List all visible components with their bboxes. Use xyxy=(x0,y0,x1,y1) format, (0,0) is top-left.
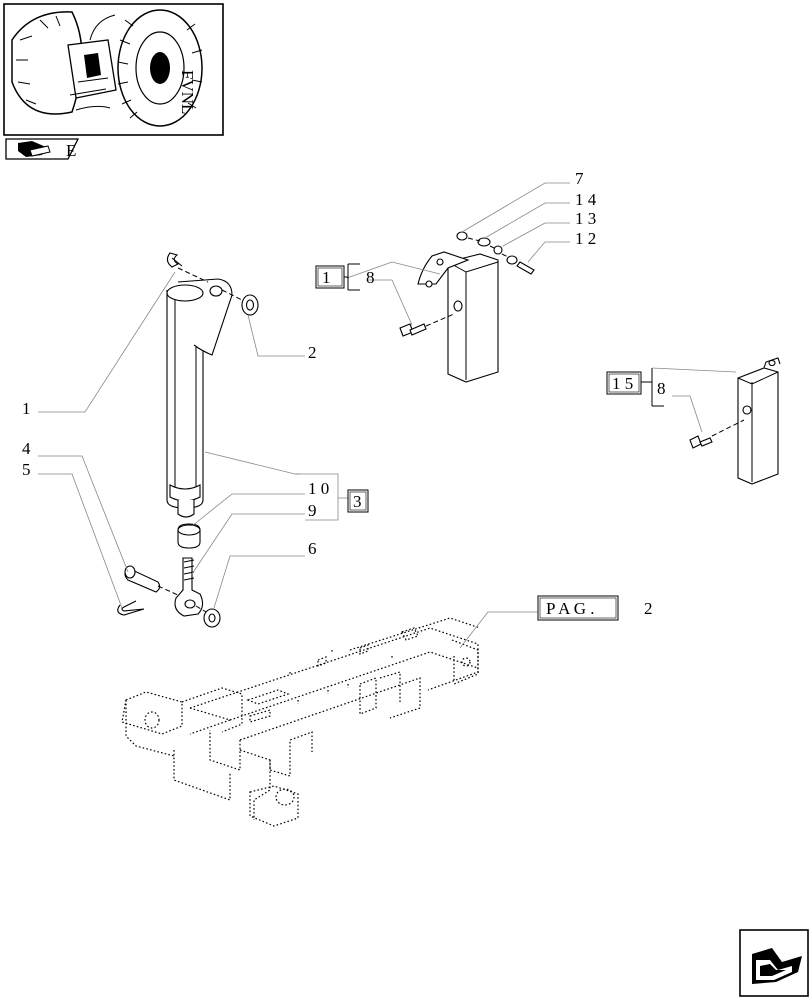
ref-box-3[interactable]: 3 xyxy=(347,489,369,513)
chassis-frame xyxy=(121,617,481,827)
callout-7: 7 xyxy=(575,169,584,188)
callout-8a: 8 xyxy=(366,268,375,287)
next-page-button[interactable] xyxy=(739,929,809,997)
nav-tab-label: E xyxy=(66,141,76,160)
ref-box-1[interactable]: 1 xyxy=(315,265,345,289)
callout-6: 6 xyxy=(308,539,317,558)
clip-5 xyxy=(117,600,145,616)
ref-box-3-label: 3 xyxy=(353,492,362,511)
page-ref-label: P A G . xyxy=(546,599,595,618)
callout-10: 1 0 xyxy=(308,479,329,498)
bracket-upper xyxy=(399,231,535,383)
ref-box-15[interactable]: 1 5 xyxy=(606,371,642,395)
clip-pin-top xyxy=(166,252,180,268)
callout-9: 9 xyxy=(308,501,317,520)
arrow-down-left-icon xyxy=(752,948,802,984)
section-nav-tab[interactable]: E xyxy=(5,138,80,160)
callout-2: 2 xyxy=(308,343,317,362)
callout-14: 1 4 xyxy=(575,190,597,209)
callout-13: 1 3 xyxy=(575,209,596,228)
ref-box-1-label: 1 xyxy=(322,268,331,287)
callout-5: 5 xyxy=(22,460,31,479)
tractor-thumbnail[interactable]: FVNL xyxy=(3,3,224,136)
page-ref-value: 2 xyxy=(644,599,653,618)
callout-4: 4 xyxy=(22,439,31,458)
callout-8b: 8 xyxy=(657,379,666,398)
book-arrow-icon xyxy=(18,141,51,157)
callout-12: 1 2 xyxy=(575,229,596,248)
rod-end xyxy=(174,557,204,617)
ref-box-15-label: 1 5 xyxy=(612,374,633,393)
callout-1: 1 xyxy=(22,399,31,418)
page-ref-box[interactable]: P A G . 2 xyxy=(537,595,653,621)
cylinder-assembly xyxy=(117,252,259,628)
bracket-right xyxy=(689,357,781,485)
thumbnail-label: FVNL xyxy=(178,70,197,114)
